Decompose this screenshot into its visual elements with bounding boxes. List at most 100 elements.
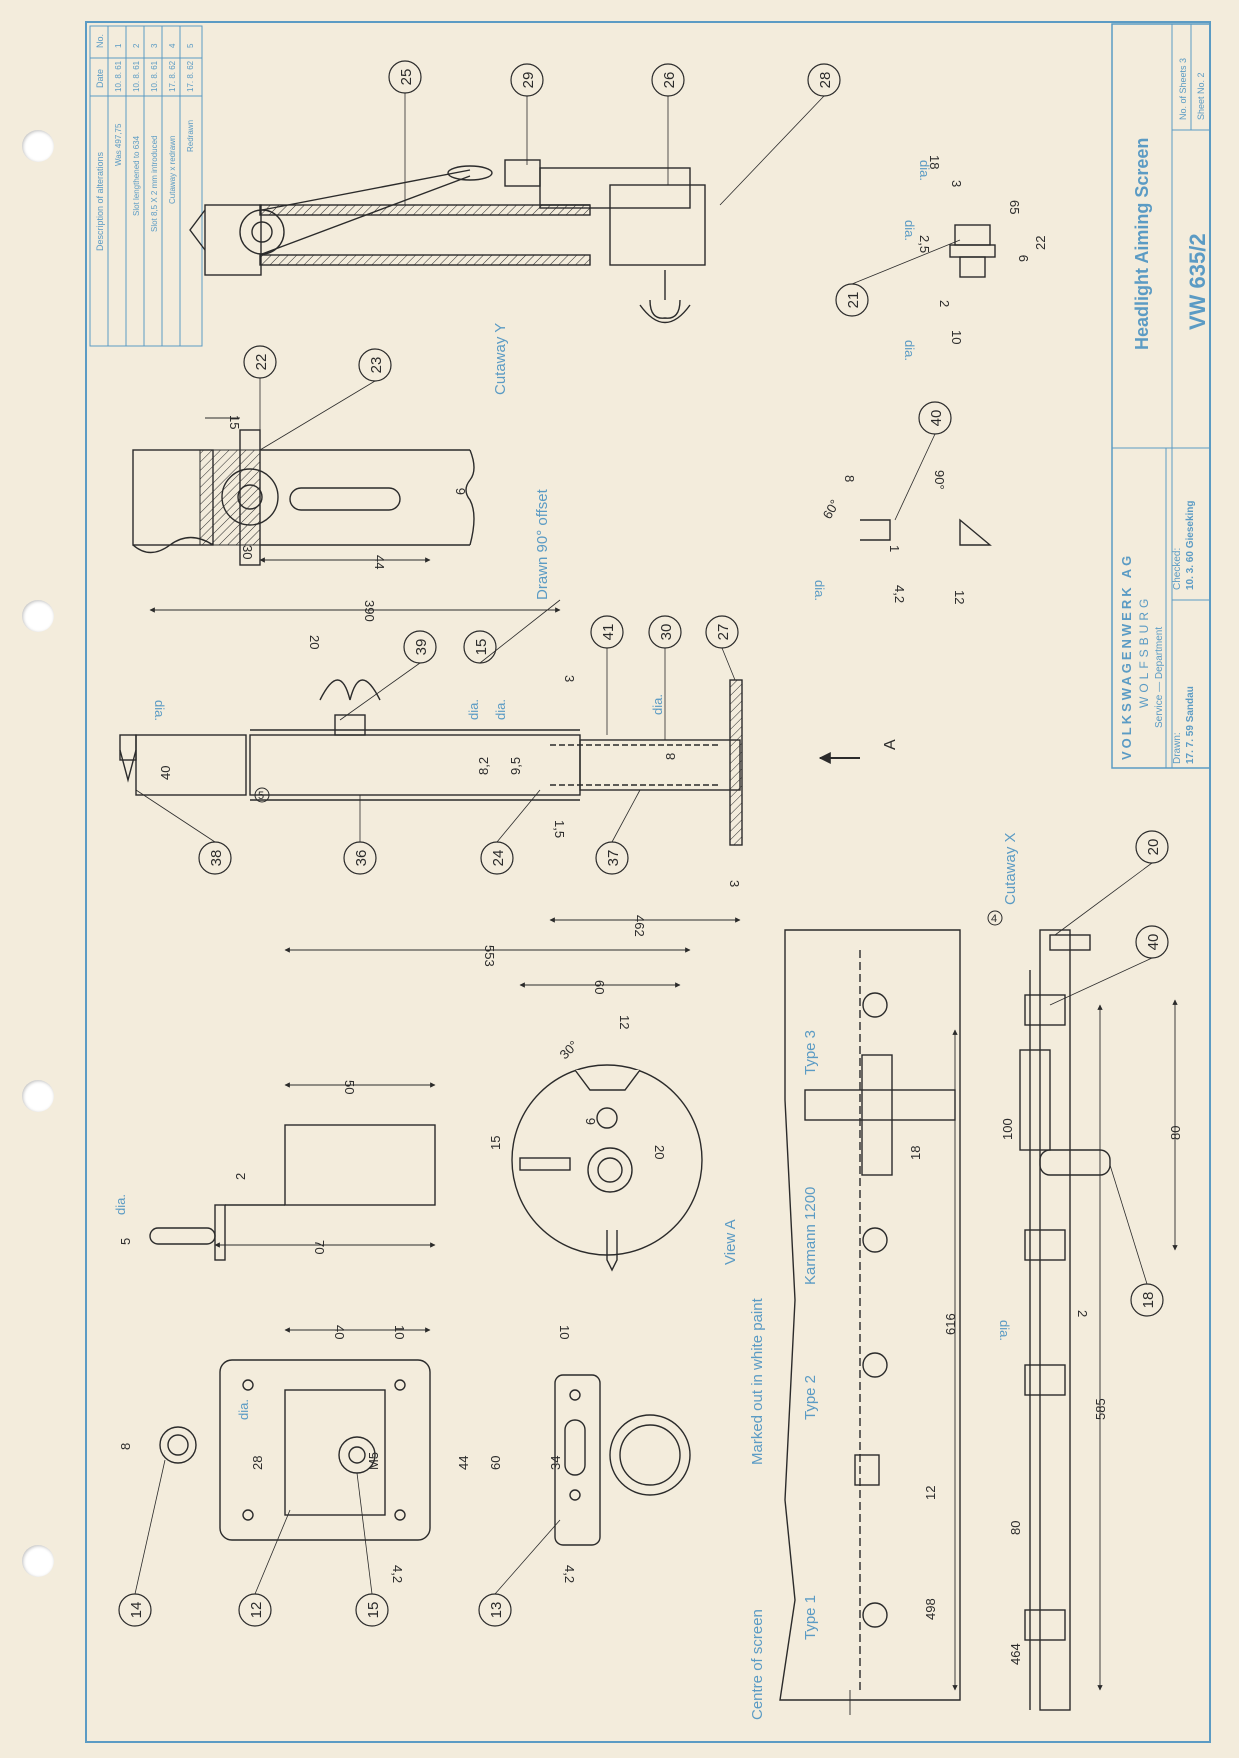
balloon-label: 20 [1145, 839, 1162, 856]
small-details [860, 224, 996, 546]
balloon-label: 24 [490, 850, 507, 867]
view-a-disc [511, 1064, 703, 1272]
company-name: VOLKSWAGENWERK AG [1119, 553, 1134, 760]
company-city: WOLFSBURG [1137, 595, 1151, 708]
dim-text: 8 [663, 753, 678, 760]
balloon-label: 36 [353, 850, 370, 867]
dim-text: 9 [1016, 255, 1031, 262]
frame-border [85, 21, 1211, 1743]
dia-labels: dia. dia. dia. dia. dia. dia. dia. dia. … [113, 160, 1012, 1420]
type2-label: Type 2 [802, 1375, 819, 1420]
cutaway-x-panel [779, 929, 961, 1701]
type1-label: Type 1 [802, 1595, 819, 1640]
dim-text: 15 [488, 1136, 503, 1150]
marked-out-label: Marked out in white paint [749, 1297, 766, 1465]
dim-text: 10 [557, 1325, 572, 1339]
title-block: VOLKSWAGENWERK AG WOLFSBURG Service — De… [1111, 23, 1211, 769]
dim-text: 498 [923, 1598, 938, 1620]
table-header: No. [95, 34, 105, 48]
clamp-detail [132, 429, 475, 566]
dim-text: 2 [1075, 1310, 1090, 1317]
dim-text: 3 [727, 880, 742, 887]
bracket-detail [149, 1124, 436, 1261]
dim-text: 3 [562, 675, 577, 682]
dia-label: dia. [493, 699, 508, 720]
drawn-value: 17. 7. 59 Sandau [1185, 686, 1196, 764]
balloon-label: 21 [845, 292, 862, 309]
balloon-label: 40 [1145, 934, 1162, 951]
dim-text: 60 [488, 1456, 503, 1470]
balloon-label: 22 [253, 354, 270, 371]
balloon-label: 39 [413, 639, 430, 656]
dim-text: 10 [392, 1325, 407, 1339]
punch-hole [22, 1545, 54, 1577]
balloon-label: 12 [248, 1602, 265, 1619]
alterations-table: No. Date Description of alterations 1 10… [89, 25, 203, 347]
balloon-label: 13 [488, 1602, 505, 1619]
table-cell: 10. 8. 61 [150, 60, 159, 92]
balloon-label: 37 [605, 850, 622, 867]
plate-details [159, 1359, 691, 1546]
balloon-label: 40 [928, 410, 945, 427]
dia-label: dia. [650, 694, 665, 715]
annotations: Cutaway Y Drawn 90° offset View A Cutawa… [492, 323, 1019, 1720]
dim-text: 2 [937, 300, 952, 307]
tube-assembly [119, 679, 743, 846]
punch-hole [22, 130, 54, 162]
karmann-label: Karmann 1200 [802, 1187, 819, 1285]
dia-label: dia. [812, 580, 827, 601]
type3-label: Type 3 [802, 1030, 819, 1075]
dia-label: dia. [466, 699, 481, 720]
table-cell: Was 497,75 [114, 123, 123, 166]
dim-text: 4,2 [892, 585, 907, 603]
dia-label: dia. [902, 340, 917, 361]
dim-text: 585 [1093, 1398, 1108, 1420]
dim-text: 44 [456, 1456, 471, 1470]
table-cell: 17. 8. 62 [168, 60, 177, 92]
dim-text: 8 [842, 475, 857, 482]
table-cell: Redrawn [186, 120, 195, 152]
table-cell: 10. 8. 61 [114, 60, 123, 92]
table-cell: Slot 8,5 X 2 mm introduced [150, 136, 159, 233]
table-cell: 17. 8. 62 [186, 60, 195, 92]
dim-text: 12 [952, 590, 967, 604]
drawing-number: VW 635/2 [1185, 233, 1210, 330]
cutaway-x-rail [1019, 929, 1111, 1711]
sheet-number: Sheet No. 2 [1196, 72, 1206, 120]
dim-text: 8 [118, 1443, 133, 1450]
balloon-label: 41 [600, 624, 617, 641]
dim-text: 12 [617, 1015, 632, 1029]
dim-text: 4,2 [390, 1565, 405, 1583]
dim-text: 15 [227, 415, 242, 429]
dim-text: 30° [557, 1038, 582, 1063]
dim-text: 22 [1033, 236, 1048, 250]
dim-text: 8,2 [476, 757, 491, 775]
dimension-texts: 18 65 22 9 10 2 2,5 3 15 6 30 44 8 60° 9… [118, 155, 1183, 1665]
dim-text: 12 [923, 1486, 938, 1500]
balloon-label: 30 [658, 624, 675, 641]
dim-text: 40 [158, 766, 173, 780]
view-arrow: A [818, 739, 899, 764]
dim-text: 60° [820, 497, 843, 522]
dim-text: 90° [932, 470, 947, 490]
table-cell: 5 [186, 43, 195, 48]
dia-label: dia. [236, 1399, 251, 1420]
dim-text: 1,5 [552, 820, 567, 838]
balloon-label: 25 [398, 69, 415, 86]
dia-label: dia. [917, 160, 932, 181]
dia-label: dia. [997, 1320, 1012, 1341]
sheets-count: No. of Sheets 3 [1178, 58, 1188, 120]
dim-text: 80 [1008, 1521, 1023, 1535]
balloon-label: 29 [520, 72, 537, 89]
dim-text: 10 [949, 330, 964, 344]
cutaway-y-label: Cutaway Y [492, 323, 509, 395]
dim-text: 464 [1008, 1643, 1023, 1665]
balloon-labels: 25 29 26 28 22 23 21 40 39 15 41 30 27 3… [128, 69, 1162, 1619]
dim-text: 50 [342, 1080, 357, 1094]
punch-hole [22, 1080, 54, 1112]
rev-mark: 4 [991, 913, 997, 925]
revision-marks: 5 4 [254, 787, 1003, 926]
dim-text: M5 [366, 1452, 381, 1470]
table-header: Description of alterations [95, 151, 105, 251]
